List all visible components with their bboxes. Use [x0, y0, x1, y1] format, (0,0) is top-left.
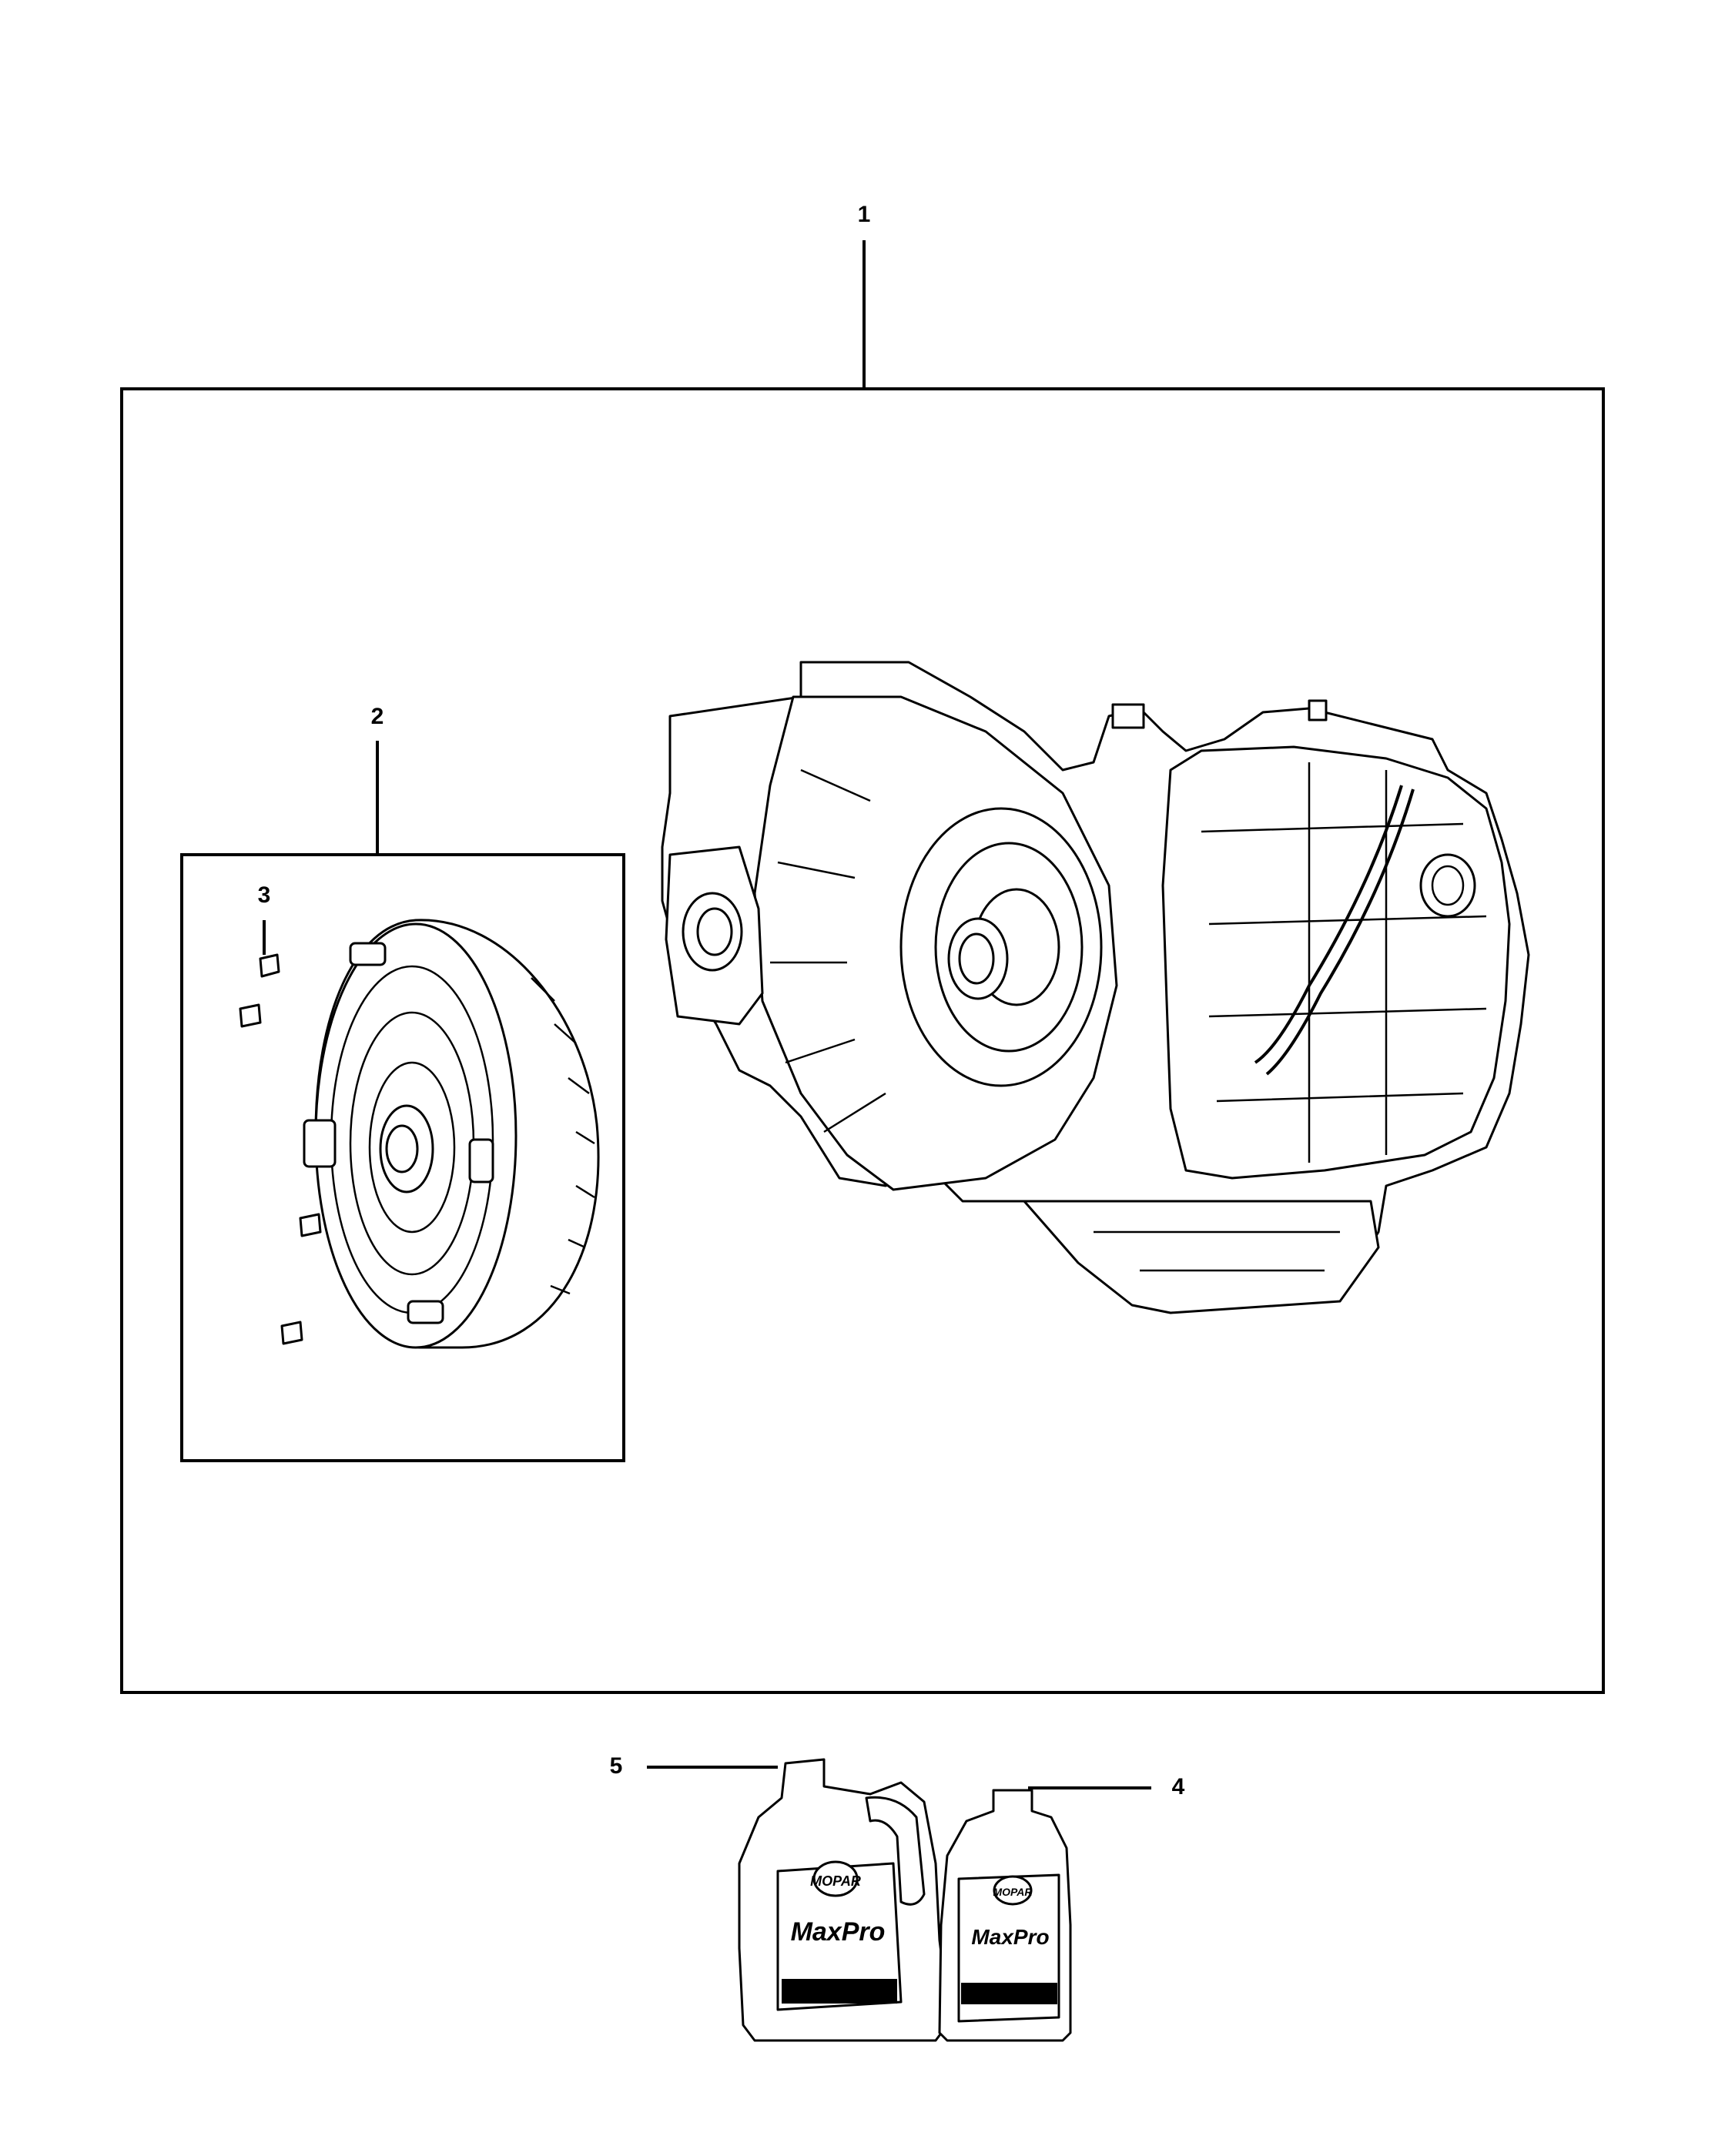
jug-band [782, 1979, 897, 2004]
torque-converter-icon[interactable] [303, 919, 600, 1349]
fluid-jug-icon[interactable]: MOPAR MaxPro [738, 1758, 949, 2042]
callout-4-label: 4 [1172, 1774, 1185, 1799]
callout-3[interactable]: 3 [258, 882, 271, 955]
bottle-band [961, 1983, 1057, 2004]
mopar-logo-small [993, 1875, 1033, 1906]
callout-4[interactable]: 4 [1028, 1774, 1185, 1799]
callout-1[interactable]: 1 [858, 202, 871, 387]
torque-converter-frame [180, 853, 625, 1462]
assembly-frame [120, 387, 1605, 1694]
bolt-icon[interactable] [239, 953, 322, 1345]
callout-5[interactable]: 5 [610, 1753, 778, 1779]
callout-5-label: 5 [610, 1753, 623, 1779]
callout-3-label: 3 [258, 882, 271, 908]
callout-1-label: 1 [858, 202, 871, 227]
callout-2[interactable]: 2 [371, 704, 384, 855]
brand-label-small: MaxPro [971, 1925, 1049, 1949]
mopar-label-small: MOPAR [993, 1886, 1033, 1898]
mopar-label-large: MOPAR [810, 1873, 861, 1889]
fluid-bottle-icon[interactable]: MOPAR MaxPro [938, 1789, 1072, 2042]
brand-label-large: MaxPro [791, 1917, 886, 1947]
mopar-logo-large [812, 1860, 859, 1897]
transmission-assembly-icon[interactable] [661, 661, 1530, 1314]
callout-2-label: 2 [371, 704, 384, 729]
